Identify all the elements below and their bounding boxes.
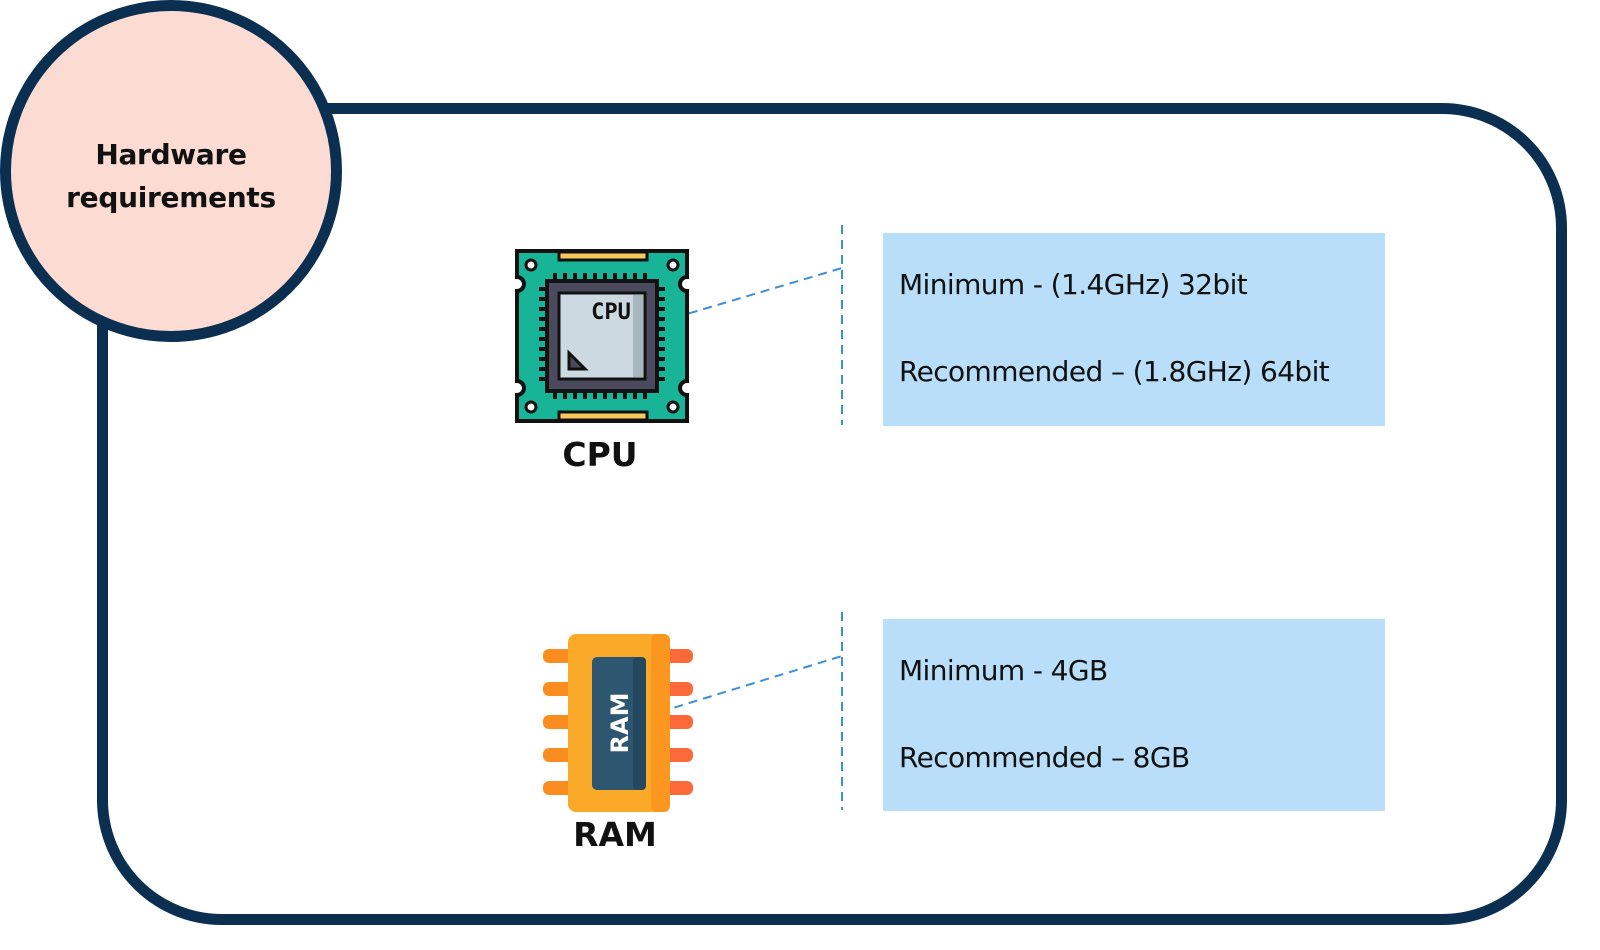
ram-spec-box: Minimum - 4GB Recommended – 8GB <box>883 619 1385 811</box>
cpu-icon-text: CPU <box>591 300 631 325</box>
diagram-title: Hardware requirements <box>66 138 276 214</box>
cpu-minimum-spec: Minimum - (1.4GHz) 32bit <box>899 268 1248 301</box>
ram-label: RAM <box>573 815 657 854</box>
cpu-recommended-spec: Recommended – (1.8GHz) 64bit <box>899 355 1330 388</box>
ram-minimum-spec: Minimum - 4GB <box>899 654 1108 687</box>
cpu-chip-icon: CPU <box>515 249 689 423</box>
ram-chip-icon: RAM <box>543 634 693 812</box>
cpu-spec-box: Minimum - (1.4GHz) 32bit Recommended – (… <box>883 233 1385 426</box>
cpu-label: CPU <box>562 435 638 474</box>
ram-icon-text: RAM <box>606 693 634 754</box>
title-circle: Hardware requirements <box>0 0 342 342</box>
ram-recommended-spec: Recommended – 8GB <box>899 741 1190 774</box>
